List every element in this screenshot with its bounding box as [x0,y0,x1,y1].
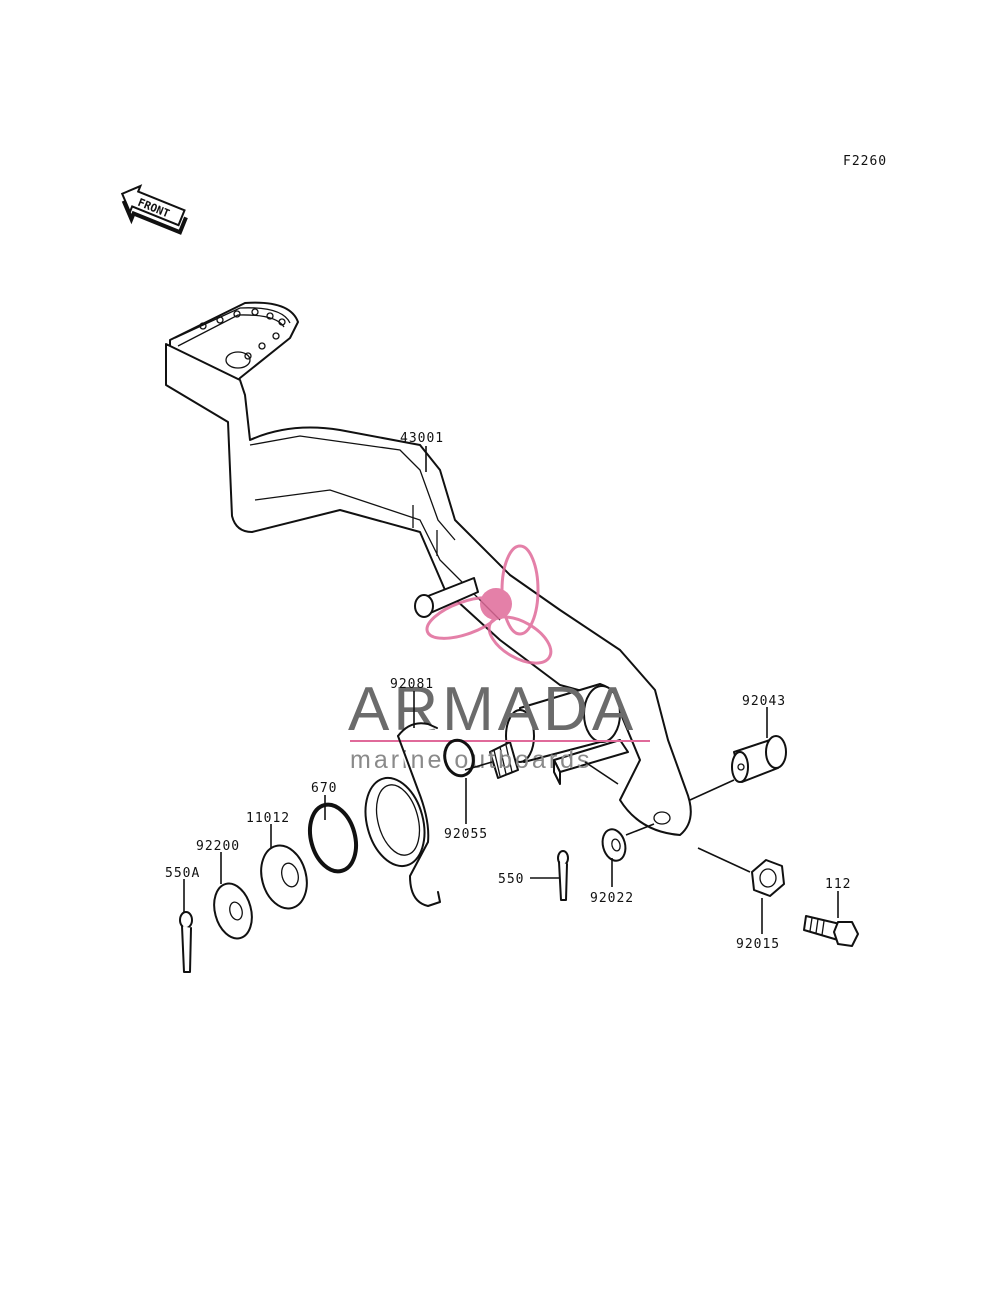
callout-92015: 92015 [736,937,780,952]
alignment-line [689,779,735,801]
callout-92022: 92022 [590,891,634,906]
brake-pedal [165,301,692,836]
alignment-line [697,847,751,873]
alignment-line [625,823,655,836]
callout-11012: 11012 [246,811,290,826]
callout-92081: 92081 [390,677,434,692]
callout-92200: 92200 [196,839,240,854]
callout-92055: 92055 [444,827,488,842]
nut-92015 [751,859,785,897]
cotter-pin-550A [179,911,193,973]
callout-92043: 92043 [742,694,786,709]
alignment-line [584,761,619,785]
washer-92022 [601,828,627,862]
pivot-pin-92043 [731,735,787,783]
cotter-pin-550 [557,850,569,901]
callout-550A: 550A [165,866,200,881]
callout-112: 112 [825,877,851,892]
callout-670: 670 [311,781,337,796]
bolt-112 [803,915,859,947]
o-ring-670 [307,802,359,874]
alignment-line [464,761,493,771]
watermark-logo [425,544,553,665]
callout-43001: 43001 [400,431,444,446]
o-ring-92055 [443,738,475,778]
watermark-brand: ARMADA [348,675,637,744]
figure-code: F2260 [843,154,887,169]
front-direction-marker: FRONT [120,184,188,235]
return-spring [364,722,441,907]
callout-550: 550 [498,872,524,887]
washer-92200 [213,882,253,940]
seal-11012 [260,844,308,910]
